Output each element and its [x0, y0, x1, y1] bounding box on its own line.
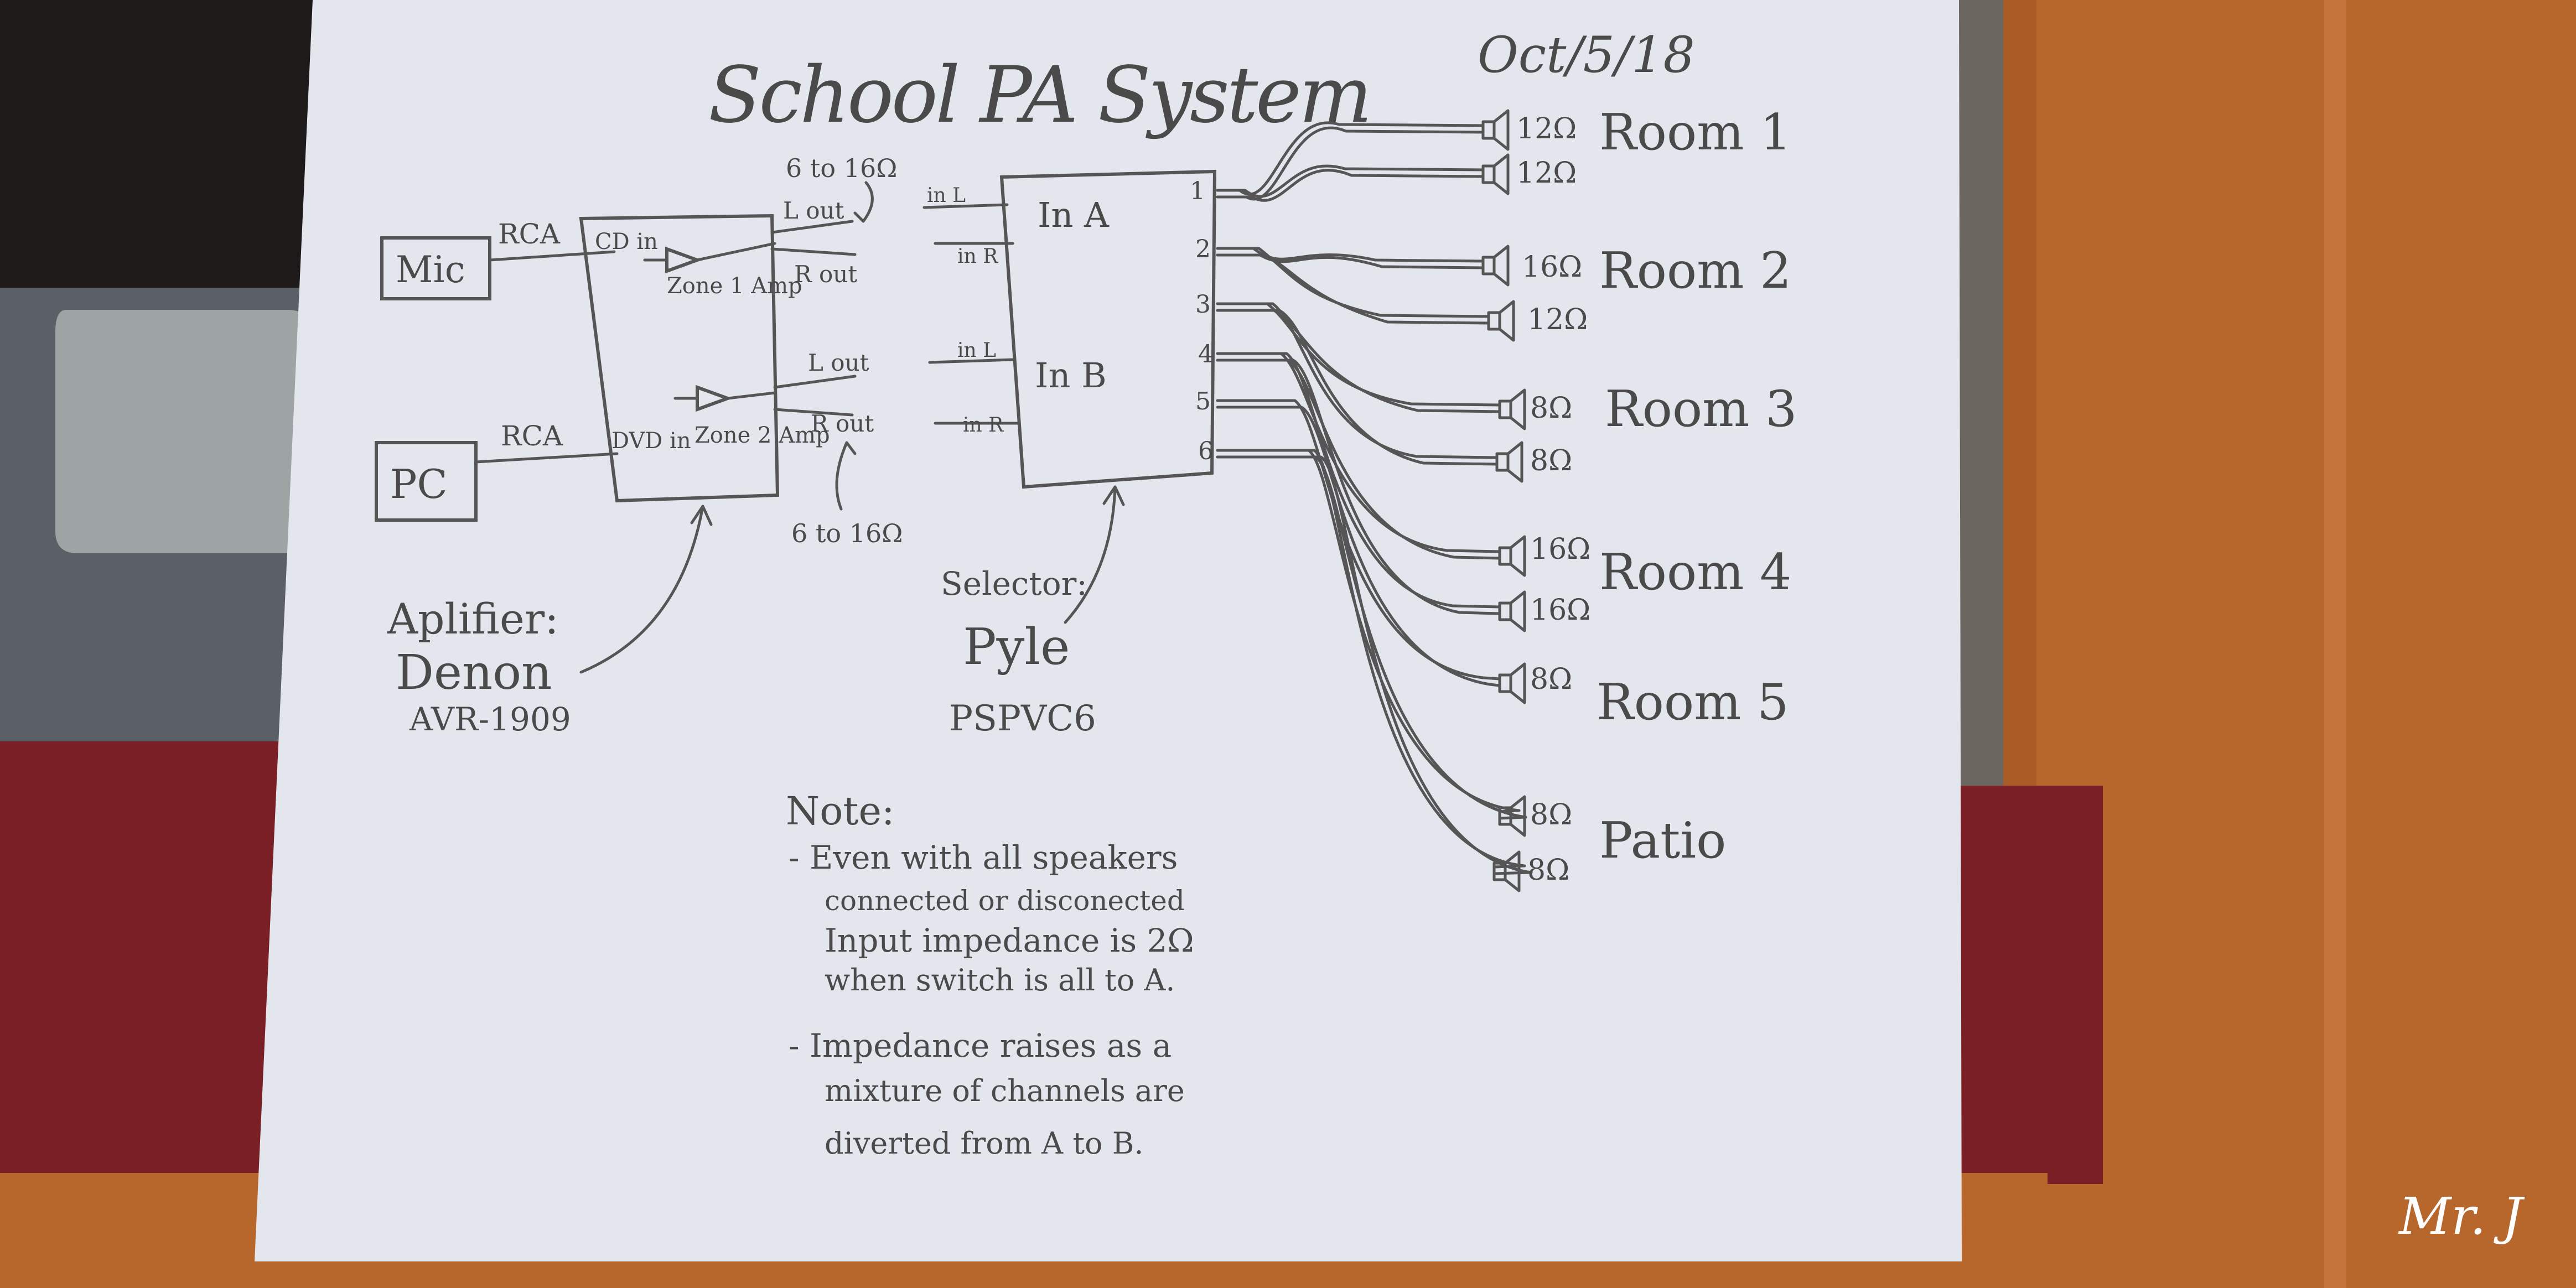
speaker-wire — [1216, 359, 1501, 615]
amp-dvd-in: DVD in — [611, 428, 691, 454]
diagram-title: School PA System — [708, 50, 1372, 141]
selector-caption-brand: Pyle — [963, 618, 1070, 676]
selector-b-in-l: in L — [957, 339, 996, 362]
speaker-wire — [1216, 169, 1485, 202]
selector-ch-6: 6 — [1198, 437, 1214, 465]
amp-cd-in: CD in — [595, 229, 658, 255]
svg-text:12Ω: 12Ω — [1527, 303, 1588, 336]
svg-text:8Ω: 8Ω — [1530, 663, 1572, 696]
svg-text:8Ω: 8Ω — [1527, 854, 1569, 887]
note2-line2: mixture of channels are — [825, 1073, 1185, 1108]
speaker-room3-a: 8Ω — [1498, 388, 1572, 430]
selector-in-b: In B — [1035, 355, 1107, 396]
pc-box — [375, 441, 478, 522]
speaker-wires — [1216, 121, 1533, 875]
room-label-4: Room 4 — [1599, 543, 1791, 601]
zone2-lout: L out — [808, 349, 869, 376]
mic-cable — [488, 250, 616, 262]
speaker-patio-a: 8Ω — [1498, 795, 1572, 837]
paper-sheet — [255, 0, 1962, 1261]
svg-text:16Ω: 16Ω — [1530, 533, 1590, 566]
svg-text:8Ω: 8Ω — [1530, 392, 1572, 425]
speaker-room2-a: 16Ω — [1481, 245, 1582, 287]
speaker-room1-a: 12Ω — [1481, 109, 1577, 151]
pc-cable — [474, 452, 619, 464]
zone1-impedance: 6 to 16Ω — [786, 153, 897, 183]
amp-caption-model: AVR-1909 — [409, 700, 571, 738]
note1-line4: when switch is all to A. — [825, 963, 1175, 998]
speaker-room3-b: 8Ω — [1495, 441, 1572, 483]
svg-text:12Ω: 12Ω — [1516, 157, 1577, 190]
mic-box — [380, 236, 491, 300]
room-label-5: Room 5 — [1597, 673, 1789, 731]
zone1-rout: R out — [794, 261, 857, 288]
zone2-impedance: 6 to 16Ω — [791, 518, 903, 548]
svg-text:16Ω: 16Ω — [1530, 594, 1590, 627]
selector-a-in-r: in R — [957, 245, 998, 268]
amplifier-box — [579, 214, 780, 503]
note2-line3: diverted from A to B. — [825, 1126, 1144, 1161]
selector-ch-4: 4 — [1198, 340, 1214, 368]
amp-caption-label: Aplifier: — [387, 594, 559, 643]
pc-label: PC — [390, 461, 448, 507]
selector-caption-arrow — [1064, 485, 1125, 624]
speaker-room1-b: 12Ω — [1481, 153, 1577, 195]
note1-line1: - Even with all speakers — [789, 839, 1178, 876]
zone1-lout: L out — [783, 197, 844, 224]
room-label-3: Room 3 — [1605, 380, 1797, 438]
svg-text:16Ω: 16Ω — [1522, 251, 1582, 284]
selector-a-in-l: in L — [927, 184, 966, 207]
speaker-room4-a: 16Ω — [1498, 533, 1590, 577]
selector-ch-5: 5 — [1195, 387, 1211, 416]
selector-caption-label: Selector: — [941, 565, 1087, 603]
speaker-wire — [1216, 164, 1485, 198]
note1-line3: Input impedance is 2Ω — [825, 922, 1194, 959]
speaker-wire — [1216, 253, 1485, 269]
mic-label: Mic — [396, 248, 465, 291]
zone1-amp-label: Zone 1 Amp — [667, 273, 802, 299]
room-label-1: Room 1 — [1599, 103, 1791, 162]
selector-in-a: In A — [1038, 195, 1110, 235]
speaker-room4-b: 16Ω — [1498, 590, 1590, 632]
selector-caption-model: PSPVC6 — [949, 698, 1096, 739]
svg-text:8Ω: 8Ω — [1530, 798, 1572, 832]
selector-b-in-r: in R — [963, 414, 1004, 437]
mic-cable-label: RCA — [498, 218, 561, 250]
speaker-wire — [1216, 406, 1501, 687]
watermark: Mr. J — [2398, 1187, 2526, 1246]
room-label-2: Room 2 — [1599, 242, 1791, 300]
selector-ch-2: 2 — [1195, 235, 1211, 263]
zone2-amp-label: Zone 2 Amp — [694, 423, 830, 448]
note-heading: Note: — [786, 788, 895, 834]
selector-ch-1: 1 — [1190, 177, 1205, 205]
pc-cable-label: RCA — [501, 420, 563, 452]
svg-text:12Ω: 12Ω — [1516, 112, 1577, 146]
amp-caption-brand: Denon — [396, 645, 552, 700]
selector-box — [999, 169, 1217, 489]
speaker-wire — [1216, 309, 1499, 466]
speaker-room5-a: 8Ω — [1498, 662, 1572, 704]
amp-caption-arrow — [579, 505, 713, 674]
svg-text:8Ω: 8Ω — [1530, 444, 1572, 477]
selector-ch-3: 3 — [1195, 290, 1211, 319]
speaker-room2-b: 12Ω — [1487, 300, 1588, 342]
note1-line2: connected or disconected — [825, 885, 1185, 917]
room-label-patio: Patio — [1599, 812, 1726, 870]
speaker-patio-b: 8Ω — [1492, 850, 1569, 892]
note2-line1: - Impedance raises as a — [789, 1027, 1172, 1064]
speaker-wire — [1216, 253, 1490, 325]
speaker-wire — [1216, 455, 1533, 875]
diagram-date: Oct/5/18 — [1478, 26, 1695, 84]
zone2-rout: R out — [811, 410, 874, 437]
